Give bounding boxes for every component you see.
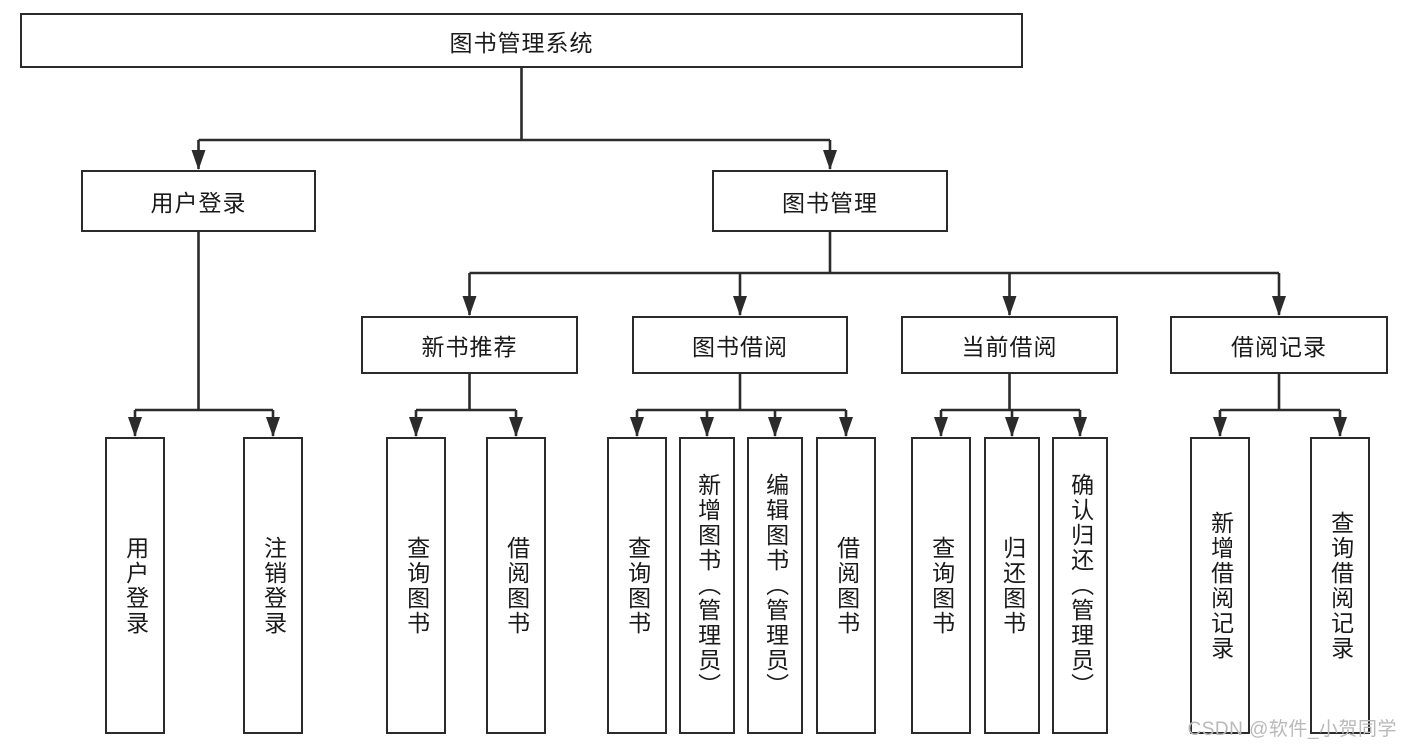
leaf-borrow-book-2-label: 借阅图书 [833, 535, 860, 636]
node-book-manage-label: 图书管理 [782, 190, 878, 216]
node-current-borrow-label: 当前借阅 [961, 334, 1058, 360]
leaf-confirm-return-label: 确认归还（管理员） [1067, 473, 1094, 698]
leaf-edit-book-label: 编辑图书（管理员） [762, 473, 789, 698]
node-book-borrow-label: 图书借阅 [692, 334, 788, 360]
node-user-login-label: 用户登录 [150, 190, 247, 216]
node-root-label: 图书管理系统 [449, 29, 594, 56]
leaf-borrow-book-2[interactable]: 借阅图书 [816, 437, 876, 734]
node-current-borrow[interactable]: 当前借阅 [901, 316, 1118, 374]
leaf-add-borrow-record[interactable]: 新增借阅记录 [1190, 437, 1250, 734]
node-user-login[interactable]: 用户登录 [81, 170, 316, 232]
leaf-add-book[interactable]: 新增图书（管理员） [679, 437, 735, 734]
leaf-user-login-label: 用户登录 [122, 535, 149, 636]
leaf-logout-login-label: 注销登录 [260, 535, 287, 636]
watermark-text: CSDN @软件_小贺同学 [1187, 719, 1397, 740]
leaf-edit-book[interactable]: 编辑图书（管理员） [747, 437, 803, 734]
leaf-query-book-2-label: 查询图书 [624, 535, 651, 636]
node-borrow-record[interactable]: 借阅记录 [1170, 316, 1388, 374]
leaf-query-borrow-record-label: 查询借阅记录 [1327, 510, 1354, 661]
leaf-borrow-book-1[interactable]: 借阅图书 [486, 437, 546, 734]
node-new-book-recommend[interactable]: 新书推荐 [361, 316, 578, 374]
leaf-add-borrow-record-label: 新增借阅记录 [1207, 510, 1234, 661]
leaf-user-login[interactable]: 用户登录 [105, 437, 165, 734]
node-new-book-recommend-label: 新书推荐 [421, 334, 518, 360]
leaf-query-book-3[interactable]: 查询图书 [911, 437, 971, 734]
node-book-manage[interactable]: 图书管理 [712, 170, 948, 232]
leaf-logout-login[interactable]: 注销登录 [243, 437, 303, 734]
leaf-confirm-return[interactable]: 确认归还（管理员） [1052, 437, 1108, 734]
leaf-query-book-1[interactable]: 查询图书 [386, 437, 446, 734]
leaf-query-book-2[interactable]: 查询图书 [607, 437, 667, 734]
leaf-query-borrow-record[interactable]: 查询借阅记录 [1310, 437, 1370, 734]
leaf-borrow-book-1-label: 借阅图书 [503, 535, 530, 636]
node-root-system[interactable]: 图书管理系统 [20, 13, 1023, 68]
leaf-return-book[interactable]: 归还图书 [984, 437, 1040, 734]
node-borrow-record-label: 借阅记录 [1231, 334, 1327, 360]
leaf-query-book-1-label: 查询图书 [403, 535, 430, 636]
node-book-borrow[interactable]: 图书借阅 [632, 316, 848, 374]
leaf-return-book-label: 归还图书 [999, 535, 1026, 636]
leaf-add-book-label: 新增图书（管理员） [694, 473, 721, 698]
leaf-query-book-3-label: 查询图书 [928, 535, 955, 636]
